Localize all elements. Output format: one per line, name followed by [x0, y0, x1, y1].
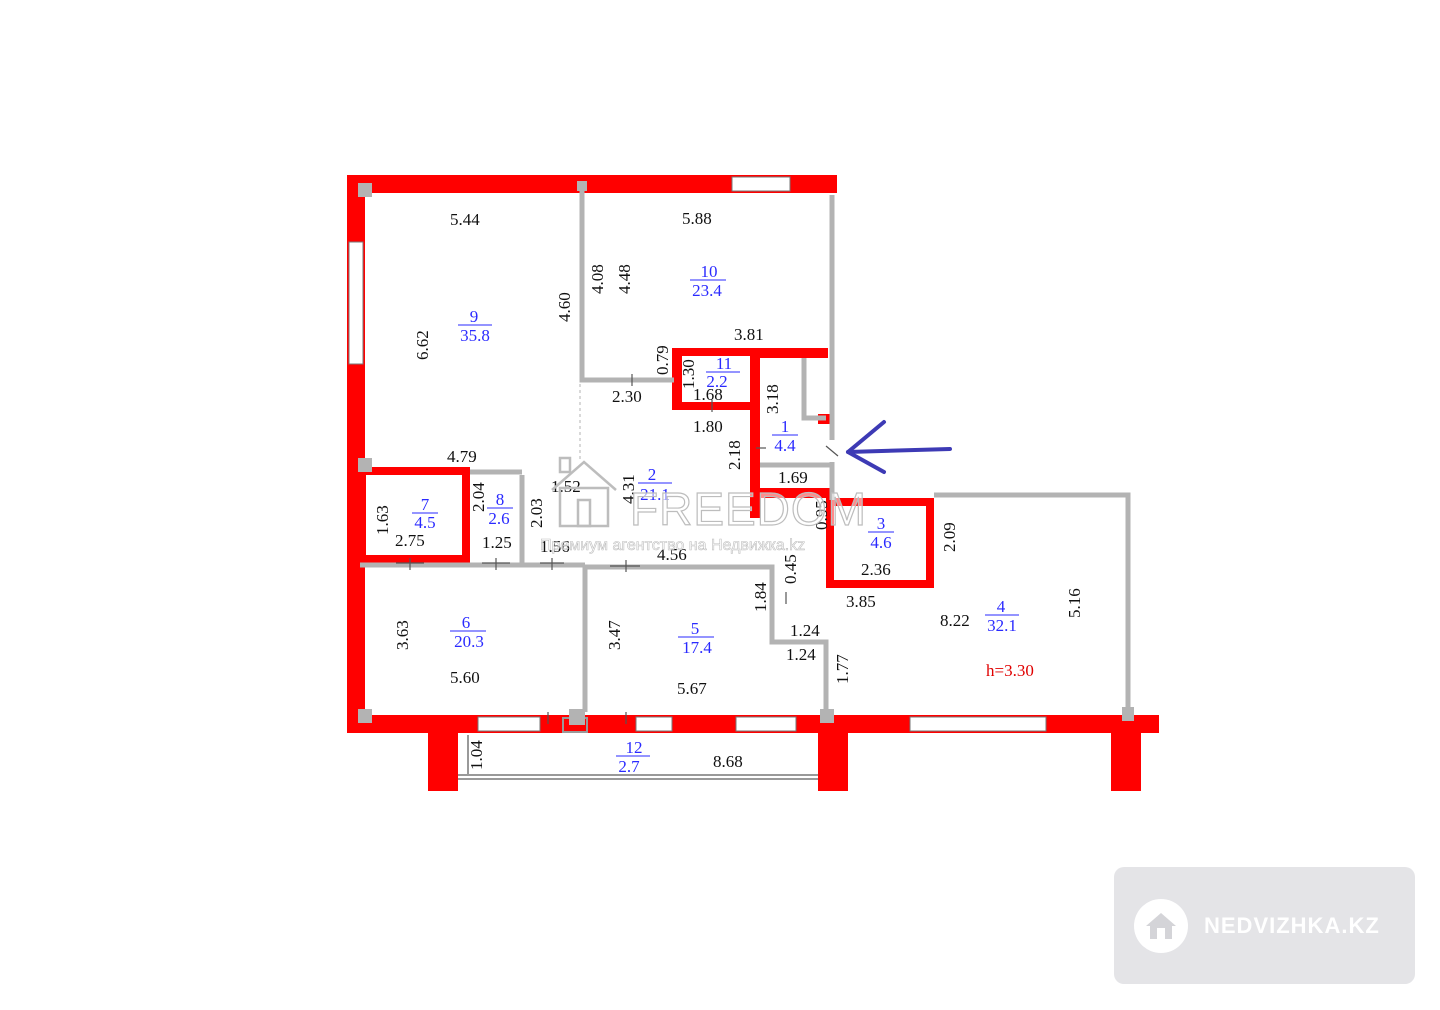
dim-label: 0.95 — [812, 500, 831, 530]
dim-label: 1.24 — [790, 621, 820, 640]
svg-text:8: 8 — [496, 490, 505, 509]
room-label-3: 3 4.6 — [868, 514, 894, 552]
dim-label: 2.75 — [395, 531, 425, 550]
dim-label: 5.16 — [1065, 588, 1084, 618]
dim-label: 4.31 — [619, 474, 638, 504]
room-label-7: 7 4.5 — [412, 495, 438, 532]
svg-text:5: 5 — [691, 619, 700, 638]
svg-text:23.4: 23.4 — [692, 281, 722, 300]
room-label-8: 8 2.6 — [487, 490, 513, 528]
svg-text:4.5: 4.5 — [414, 513, 435, 532]
room-label-10: 10 23.4 — [690, 262, 726, 300]
dim-label: 3.47 — [605, 620, 624, 650]
dim-label: 5.67 — [677, 679, 707, 698]
brand-name: NEDVIZHKA.KZ — [1204, 912, 1380, 938]
svg-text:2.6: 2.6 — [488, 509, 509, 528]
ceiling-height-note: h=3.30 — [986, 661, 1034, 680]
dim-label: 3.63 — [393, 620, 412, 650]
dim-label: 1.80 — [693, 417, 723, 436]
svg-text:2.7: 2.7 — [618, 757, 640, 776]
dim-label: 2.36 — [861, 560, 891, 579]
brand-badge: NEDVIZHKA.KZ — [1114, 867, 1415, 984]
house-icon — [1134, 898, 1188, 953]
svg-text:17.4: 17.4 — [682, 638, 712, 657]
svg-text:4.6: 4.6 — [870, 533, 891, 552]
dim-label: 4.79 — [447, 447, 477, 466]
room-label-1: 1 4.4 — [772, 417, 798, 455]
room-label-12: 12 2.7 — [616, 738, 650, 776]
dim-label: 2.03 — [527, 498, 546, 528]
dim-label: 1.52 — [551, 477, 581, 496]
room-label-5: 5 17.4 — [678, 619, 714, 657]
dim-label: 2.18 — [725, 440, 744, 470]
room-label-2: 2 21.1 — [638, 465, 672, 504]
dim-label: 1.68 — [693, 385, 723, 404]
room-label-4: 4 32.1 — [985, 597, 1019, 635]
windows — [348, 176, 1047, 732]
dim-label: 2.04 — [469, 482, 488, 512]
room-label-9: 9 35.8 — [458, 307, 492, 345]
dim-label: 1.04 — [467, 740, 486, 770]
dim-label: 1.30 — [679, 359, 698, 389]
dim-label: 1.84 — [751, 582, 770, 612]
svg-text:12: 12 — [626, 738, 643, 757]
door-ticks — [396, 374, 839, 724]
svg-text:2.2: 2.2 — [706, 372, 727, 391]
svg-text:11: 11 — [716, 354, 732, 373]
room-label-6: 6 20.3 — [450, 613, 486, 651]
dim-label: 5.88 — [682, 209, 712, 228]
watermark-title: FREEDOM — [630, 483, 867, 535]
dim-label: 4.48 — [615, 264, 634, 294]
dim-label: 8.68 — [713, 752, 743, 771]
svg-text:10: 10 — [701, 262, 718, 281]
room-labels: 9 35.8 10 23.4 11 2.2 1 4.4 2 21.1 7 4.5 — [412, 262, 1019, 776]
dim-label: 3.85 — [846, 592, 876, 611]
dim-label: 2.09 — [940, 522, 959, 552]
svg-text:7: 7 — [421, 495, 430, 514]
dim-label: 1.56 — [540, 537, 570, 556]
dim-label: 4.08 — [588, 264, 607, 294]
dim-label: 3.18 — [763, 384, 782, 414]
svg-text:35.8: 35.8 — [460, 326, 490, 345]
svg-text:6: 6 — [462, 613, 471, 632]
dim-label: 1.77 — [833, 654, 852, 684]
svg-text:3: 3 — [877, 514, 886, 533]
partitions — [360, 186, 1131, 712]
watermark-house-icon — [551, 456, 617, 528]
dim-label: 0.45 — [781, 554, 800, 584]
svg-text:4: 4 — [997, 597, 1006, 616]
dim-label: 1.24 — [786, 645, 816, 664]
balcony — [458, 717, 818, 780]
svg-text:32.1: 32.1 — [987, 616, 1017, 635]
dim-label: 0.79 — [653, 345, 672, 375]
svg-text:9: 9 — [470, 307, 479, 326]
dim-label: 8.22 — [940, 611, 970, 630]
watermark: FREEDOM Премиум агентство на Недвижка.kz — [540, 456, 867, 554]
svg-text:21.1: 21.1 — [640, 485, 670, 504]
dim-label: 1.63 — [373, 505, 392, 535]
dim-label: 4.60 — [555, 292, 574, 322]
watermark-subtitle: Премиум агентство на Недвижка.kz — [540, 537, 805, 554]
dim-label: 4.56 — [657, 545, 687, 564]
dim-label: 1.25 — [482, 533, 512, 552]
dim-label: 5.44 — [450, 210, 480, 229]
svg-text:2: 2 — [648, 465, 657, 484]
dimension-labels: 5.44 5.88 4.08 4.48 4.60 6.62 3.81 0.79 … — [373, 209, 1084, 771]
svg-text:1: 1 — [781, 417, 790, 436]
svg-text:20.3: 20.3 — [454, 632, 484, 651]
svg-text:4.4: 4.4 — [774, 436, 796, 455]
dim-label: 2.30 — [612, 387, 642, 406]
dim-label: 3.81 — [734, 325, 764, 344]
entrance-arrow-icon — [846, 420, 952, 474]
columns — [358, 181, 1134, 725]
dim-label: 6.62 — [413, 330, 432, 360]
dim-label: 5.60 — [450, 668, 480, 687]
dim-label: 1.69 — [778, 468, 808, 487]
room-label-11: 11 2.2 — [706, 354, 740, 391]
